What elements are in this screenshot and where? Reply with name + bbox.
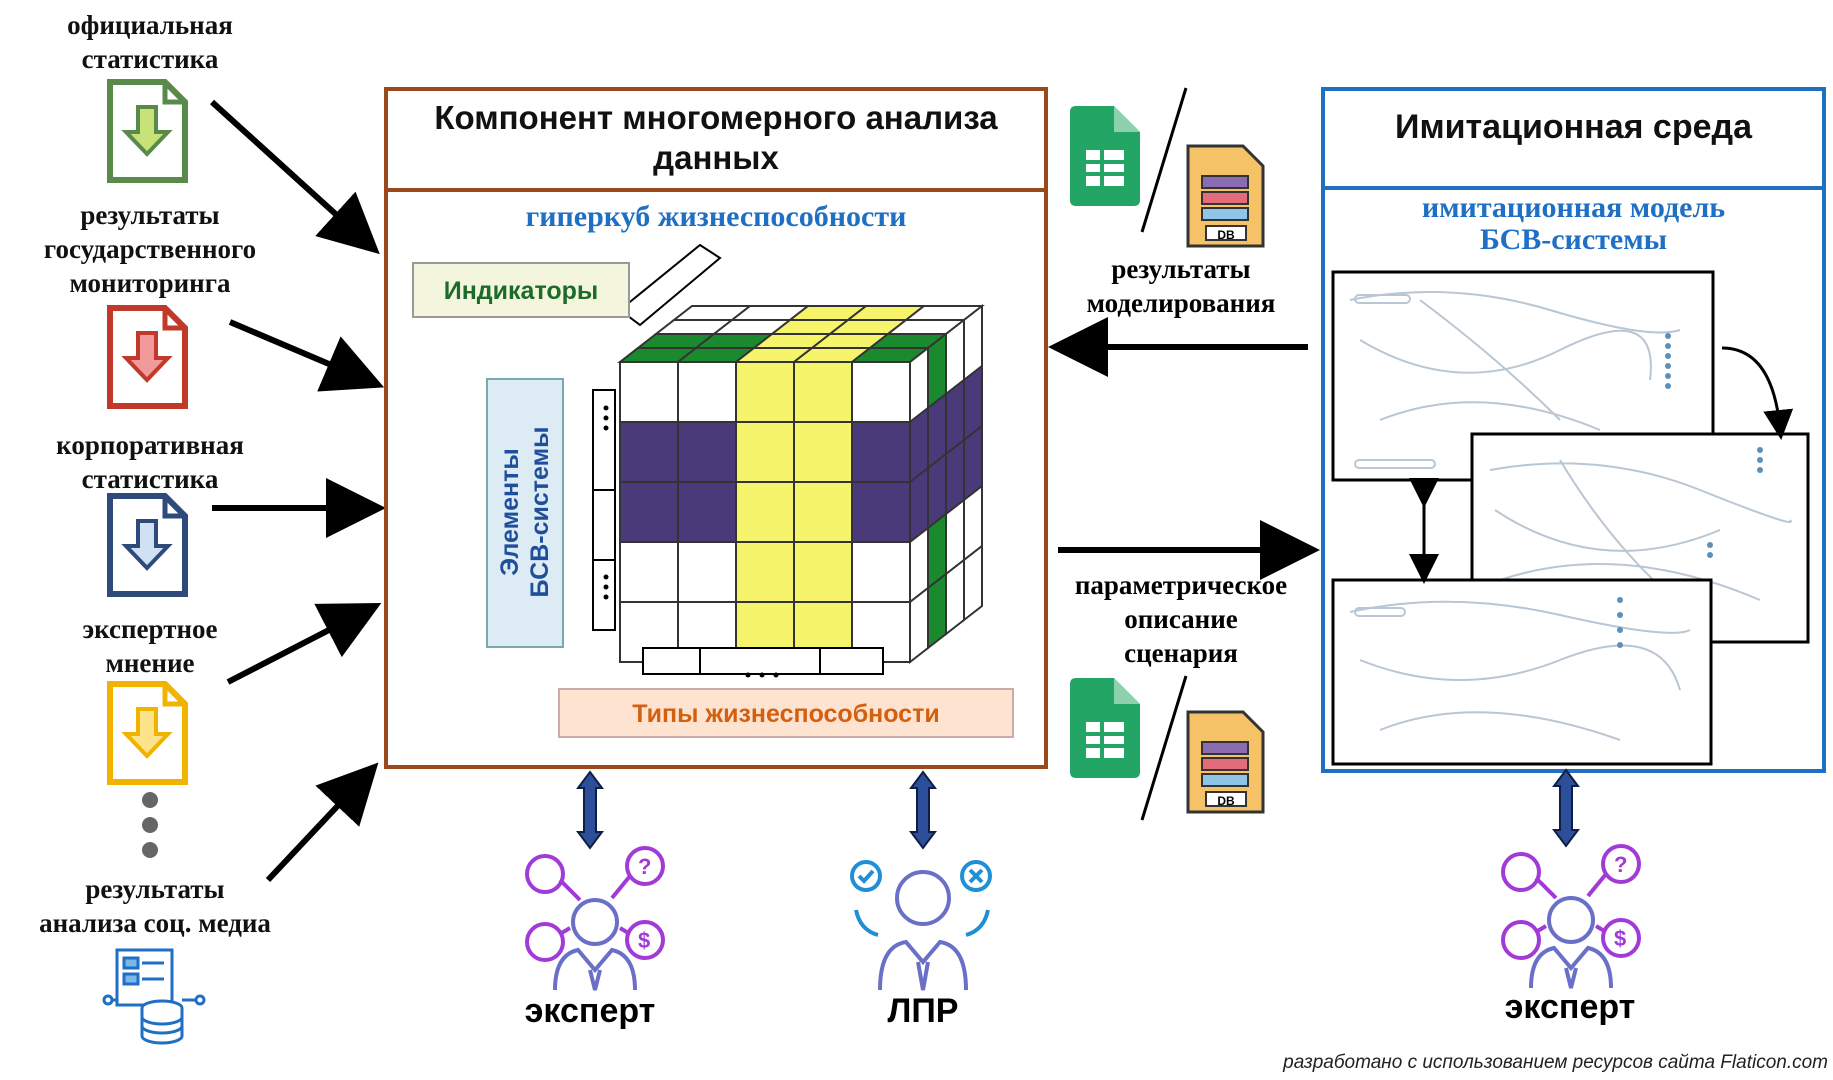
document-icon-yellow [107,681,188,785]
elements-label: Элементы БСВ-системы [496,426,554,598]
cube-front-cell [619,481,679,543]
source-label-social-media: результаты анализа соц. медиа [39,874,271,938]
cube-front-cell [851,361,911,423]
cube-front-cell [851,421,911,483]
cube-front-cell [619,361,679,423]
cube-front-cell [677,481,737,543]
document-icon-blue [107,493,188,597]
cube-front-cell [851,541,911,603]
cube-front-cell [677,361,737,423]
cube-front-cell [735,421,795,483]
cube-front-cell [735,481,795,543]
expert-icon-right: ? $ [1501,844,1641,989]
database-file-icon-top [1186,144,1265,248]
cube-side-cell [945,557,965,637]
simulation-title: Имитационная среда [1395,108,1752,146]
cube-front-cell [793,361,853,423]
db-label-top: DB [1217,228,1235,242]
cube-front-cell [677,421,737,483]
simulation-environment-frame [1321,87,1826,773]
types-label: Типы жизнеспособности [558,688,1014,738]
blue-double-arrows [576,768,1580,850]
cube-front-cell [793,541,853,603]
cube-front-cell [619,421,679,483]
document-icon-red [107,305,188,409]
ellipsis-dots [142,792,158,858]
cube-front-cell [735,361,795,423]
source-arrows [209,99,386,883]
svg-text:$: $ [638,928,650,953]
cube-front-cell [677,541,737,603]
indicators-label: Индикаторы [412,262,630,318]
footer-credit: разработано с использованием ресурсов са… [1283,1052,1828,1073]
database-file-icon-bottom [1186,710,1265,814]
document-icon-green [107,79,188,183]
spreadsheet-icon-bottom [1070,678,1140,778]
elements-label-box [486,378,564,648]
social-media-data-icon [102,948,206,1045]
cube-side-cell [909,585,929,665]
hypercube-subtitle: гиперкуб жизнеспособности [525,200,907,233]
cube-side-cell [963,543,983,623]
model-screenshot-3 [1331,578,1713,766]
svg-text:?: ? [1614,852,1627,877]
expert-label-right: эксперт [1504,988,1636,1026]
source-label-corporate-stats: корпоративная статистика [56,430,244,494]
decision-maker-label: ЛПР [887,992,959,1030]
source-label-official-stats: официальная статистика [67,10,233,74]
hypercube [617,303,985,665]
expert-label-left: эксперт [524,992,656,1030]
cube-front-cell [735,541,795,603]
spreadsheet-icon-top [1070,106,1140,206]
source-label-expert-opinion: экспертное мнение [82,614,218,678]
olap-component-frame [384,87,1048,769]
db-label-bottom: DB [1217,794,1235,808]
cube-front-cell [619,541,679,603]
simulation-model-subtitle: имитационная модель БСВ-системы [1421,191,1726,256]
cube-front-cell [793,421,853,483]
simulation-results-label: результаты моделирования [1086,254,1276,318]
scenario-description-label: параметрическое описание сценария [1074,570,1288,668]
decision-maker-icon [850,860,992,991]
cube-front-cell [793,481,853,543]
source-label-state-monitoring: результаты государственного мониторинга [43,200,257,298]
olap-title: Компонент многомерного анализа данных [434,99,998,176]
cube-front-cell [851,481,911,543]
expert-icon-left: ? $ [525,846,665,991]
svg-text:$: $ [1614,926,1626,951]
cube-side-cell [927,571,947,651]
svg-text:?: ? [638,854,651,879]
middle-arrows [1048,317,1320,580]
